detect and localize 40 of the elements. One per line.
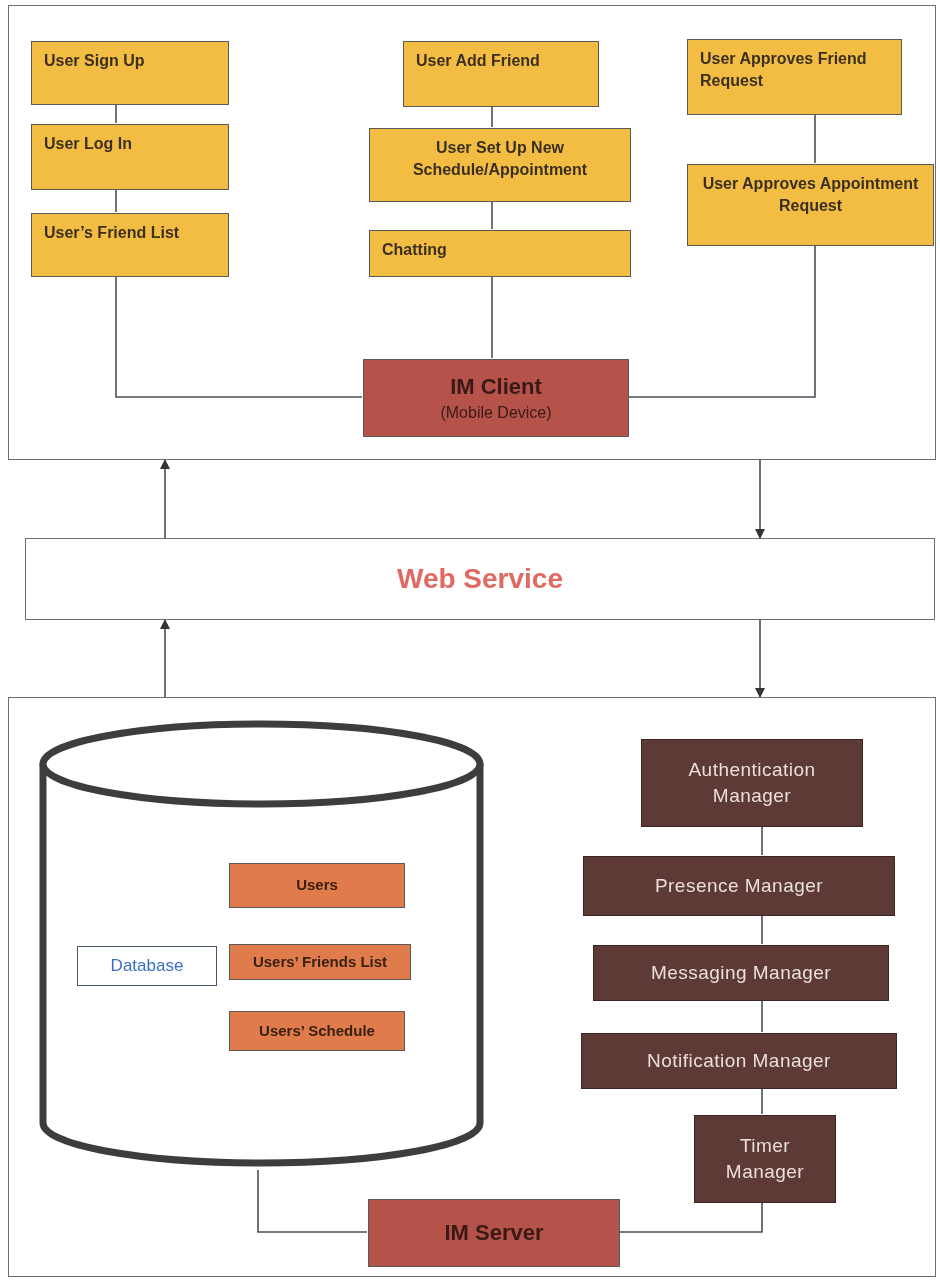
connector-line	[115, 103, 117, 124]
table-box: Users’ Friends List	[229, 944, 411, 980]
component-box: IM Server	[368, 1199, 620, 1267]
connector-line	[761, 1087, 763, 1115]
arrow	[755, 619, 765, 698]
manager-box: Authentication Manager	[641, 739, 863, 827]
connector-line	[491, 105, 493, 128]
component-box: IM Client (Mobile Device)	[363, 359, 629, 437]
table-box: Users’ Schedule	[229, 1011, 405, 1051]
connector-line	[115, 188, 117, 213]
connector-line	[627, 244, 816, 398]
panel-frame	[8, 5, 936, 460]
connector-line	[115, 275, 363, 398]
feature-box: User Set Up New Schedule/Appointment	[369, 128, 631, 202]
connector-line	[761, 914, 763, 945]
feature-box: User’s Friend List	[31, 213, 229, 277]
manager-box: Messaging Manager	[593, 945, 889, 1001]
arrow	[755, 459, 765, 539]
connector-line	[491, 275, 493, 359]
connector-line	[618, 1201, 763, 1233]
connector-line	[761, 999, 763, 1033]
manager-box: Presence Manager	[583, 856, 895, 916]
arrow	[160, 619, 170, 698]
feature-box: User Add Friend	[403, 41, 599, 107]
feature-box: User Approves Appointment Request	[687, 164, 934, 246]
arrow	[160, 459, 170, 539]
feature-box: User Approves Friend Request	[687, 39, 902, 115]
connector-line	[257, 1169, 368, 1233]
panel-frame	[8, 697, 936, 1277]
connector-line	[491, 200, 493, 230]
table-box: Users	[229, 863, 405, 908]
connector-line	[761, 825, 763, 856]
connector-line	[814, 113, 816, 164]
manager-box: Notification Manager	[581, 1033, 897, 1089]
feature-box: Chatting	[369, 230, 631, 277]
feature-box: User Log In	[31, 124, 229, 190]
feature-box: User Sign Up	[31, 41, 229, 105]
service-bar: Web Service	[25, 538, 935, 620]
database-label: Database	[77, 946, 217, 986]
manager-box: Timer Manager	[694, 1115, 836, 1203]
